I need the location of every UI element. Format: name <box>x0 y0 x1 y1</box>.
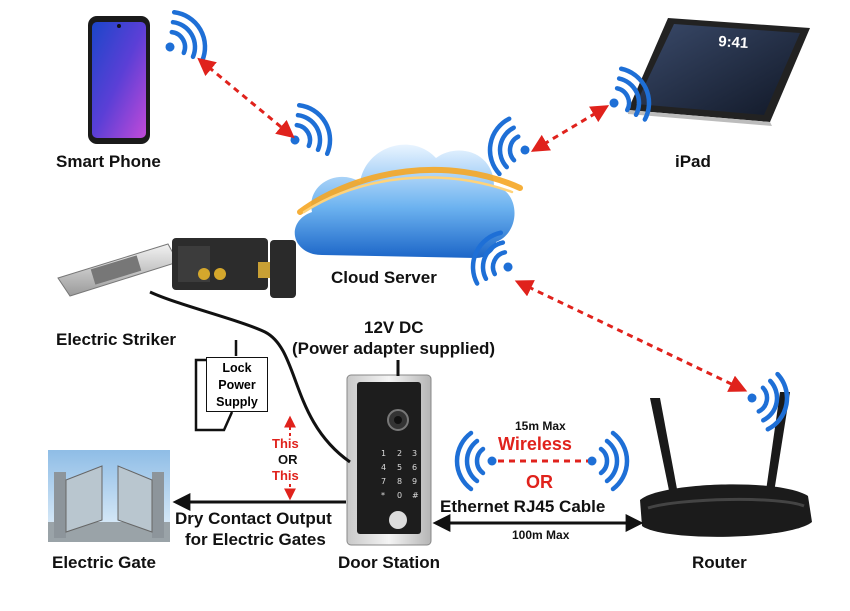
svg-text:*: * <box>381 491 385 500</box>
door-station-image: 1 2 3 4 5 6 7 8 9 * 0 # <box>346 374 432 546</box>
ipad-time: 9:41 <box>718 33 749 52</box>
lock-power-line-1: Lock <box>222 361 252 375</box>
phone-cloud-link <box>197 57 295 139</box>
svg-text:#: # <box>412 491 419 500</box>
svg-text:2: 2 <box>397 449 402 458</box>
electric-gate-label: Electric Gate <box>52 553 156 572</box>
svg-text:0: 0 <box>397 491 402 500</box>
door-station-label: Door Station <box>338 553 440 572</box>
svg-text:9: 9 <box>412 477 417 486</box>
svg-text:1: 1 <box>381 449 386 458</box>
electric-gate-image <box>48 450 170 542</box>
cloud-server-label: Cloud Server <box>331 268 437 287</box>
wireless-label: Wireless <box>498 434 572 454</box>
smart-phone-image <box>88 16 150 144</box>
svg-text:3: 3 <box>412 449 417 458</box>
smart-phone-label: Smart Phone <box>56 152 161 171</box>
ethernet-max-label: 100m Max <box>512 528 570 542</box>
wifi-icon <box>486 116 535 178</box>
router-image <box>640 392 812 537</box>
or-mid-label: OR <box>278 452 298 467</box>
lock-power-line-3: Supply <box>216 395 258 409</box>
wifi-icon <box>457 433 497 489</box>
or-label: OR <box>526 472 553 492</box>
cloud-router-link <box>514 280 748 392</box>
power-title: 12V DC <box>364 318 424 337</box>
svg-text:8: 8 <box>397 477 402 486</box>
cloud-server-image <box>294 144 523 258</box>
lock-power-supply-box: Lock Power Supply <box>206 357 268 412</box>
wireless-max-label: 15m Max <box>515 419 566 433</box>
lock-power-line-2: Power <box>218 378 256 392</box>
svg-text:5: 5 <box>397 463 402 472</box>
electric-lock-image <box>172 238 296 298</box>
router-label: Router <box>692 553 747 572</box>
dry-contact-line-1: Dry Contact Output <box>175 509 332 528</box>
lock-power-wire <box>194 340 238 432</box>
ethernet-label: Ethernet RJ45 Cable <box>440 497 606 516</box>
electric-striker-image <box>57 243 179 297</box>
ipad-image: 9:41 <box>628 18 810 126</box>
svg-text:7: 7 <box>381 477 386 486</box>
dry-contact-line-2: for Electric Gates <box>185 530 326 549</box>
striker-wire <box>149 290 351 464</box>
electric-striker-label: Electric Striker <box>56 330 177 349</box>
svg-text:6: 6 <box>412 463 417 472</box>
ipad-cloud-link <box>530 105 610 152</box>
ipad-label: iPad <box>675 152 711 171</box>
wifi-icon <box>588 433 628 489</box>
this-top-label: This <box>272 436 299 451</box>
svg-text:4: 4 <box>381 463 386 472</box>
power-subtitle: (Power adapter supplied) <box>292 339 496 358</box>
this-bottom-label: This <box>272 468 299 483</box>
